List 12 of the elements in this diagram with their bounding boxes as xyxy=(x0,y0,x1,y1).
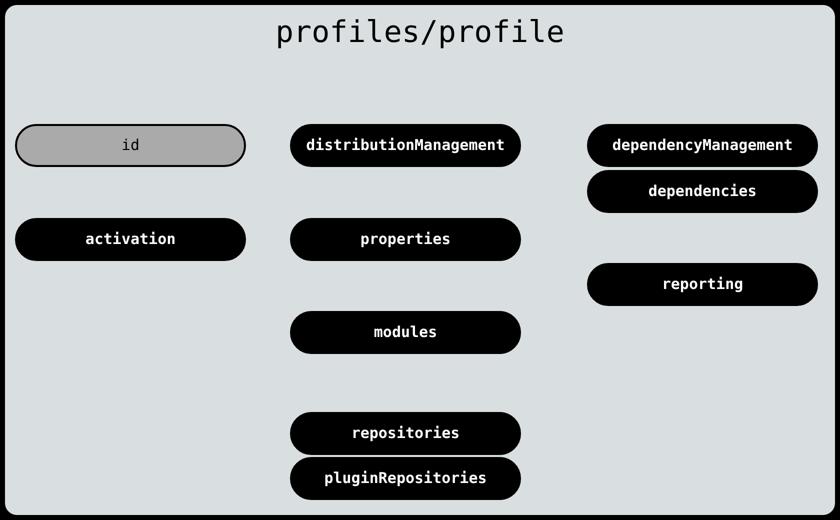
element-pill: pluginRepositories xyxy=(290,457,521,500)
element-pill: dependencyManagement xyxy=(587,124,818,167)
element-pill: activation xyxy=(15,218,246,261)
element-pill: id xyxy=(15,124,246,167)
element-pill: modules xyxy=(290,311,521,354)
element-pill: reporting xyxy=(587,263,818,306)
element-pill: properties xyxy=(290,218,521,261)
element-pill: repositories xyxy=(290,412,521,455)
profile-container xyxy=(5,5,835,515)
container-title: profiles/profile xyxy=(274,15,566,51)
element-pill: distributionManagement xyxy=(290,124,521,167)
element-pill: dependencies xyxy=(587,170,818,213)
